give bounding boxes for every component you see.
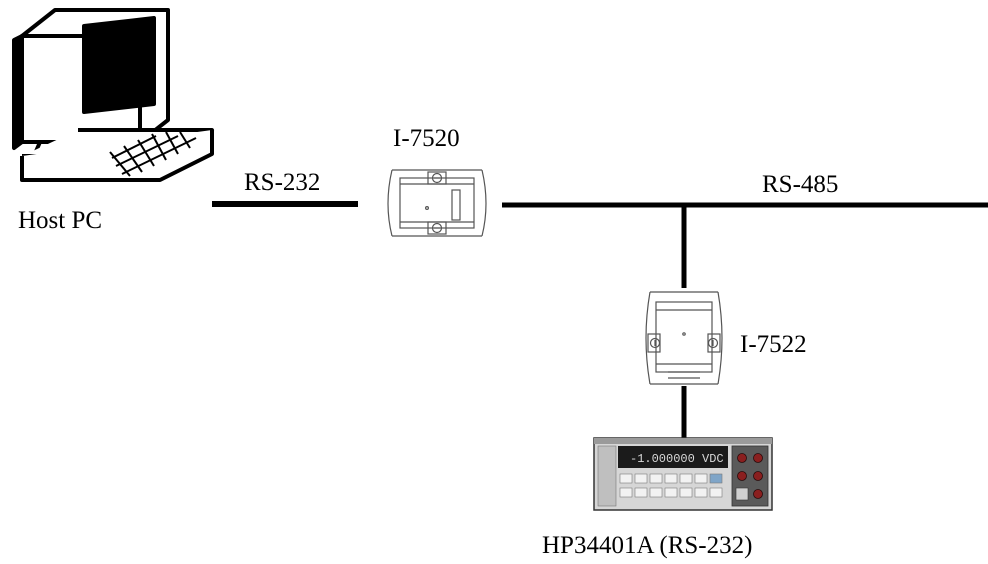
i7522-label: I-7522 [740,331,807,358]
hp34401a-label: HP34401A (RS-232) [542,532,752,559]
i7520-module-icon [388,170,486,236]
meter-display-reading: -1.000000 VDC [630,452,724,466]
rs232-link-label: RS-232 [244,169,320,196]
connection-lines [212,204,988,438]
desktop-computer-icon [14,10,212,180]
i7520-label: I-7520 [393,125,460,152]
host-pc-label: Host PC [18,207,102,234]
digital-multimeter-icon: -1.000000 VDC [594,438,772,510]
i7522-module-icon [646,292,722,384]
rs485-link-label: RS-485 [762,171,838,198]
